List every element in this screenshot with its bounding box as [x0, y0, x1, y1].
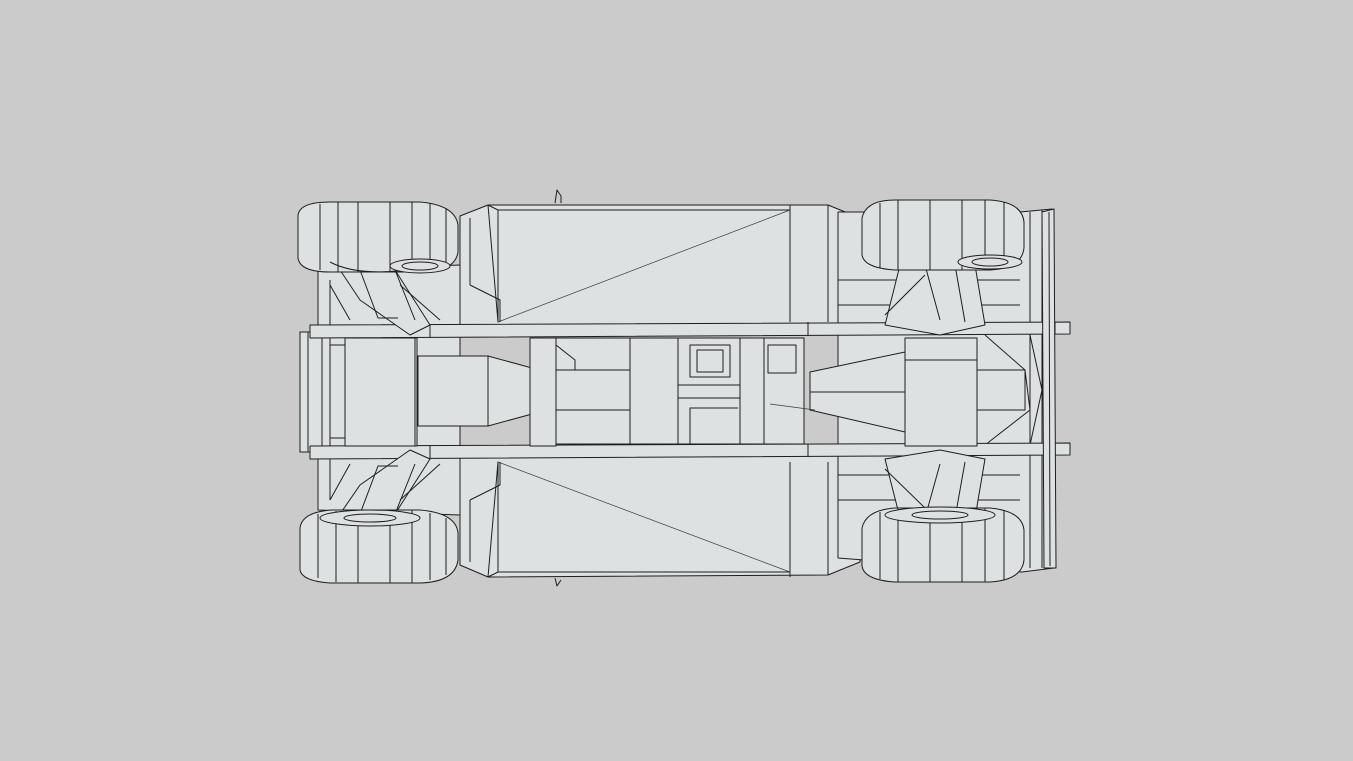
wheel-front-lower — [299, 509, 459, 584]
wheel-rear-lower — [861, 506, 1025, 583]
wheel-rear-upper — [861, 199, 1025, 271]
drivetrain — [417, 337, 906, 447]
frame-rails — [309, 321, 1071, 460]
rear-bumper — [1041, 208, 1057, 569]
body-panels — [459, 189, 861, 587]
rear-suspension — [884, 264, 1026, 519]
front-suspension — [329, 269, 441, 515]
wheel-front-upper — [297, 201, 459, 274]
